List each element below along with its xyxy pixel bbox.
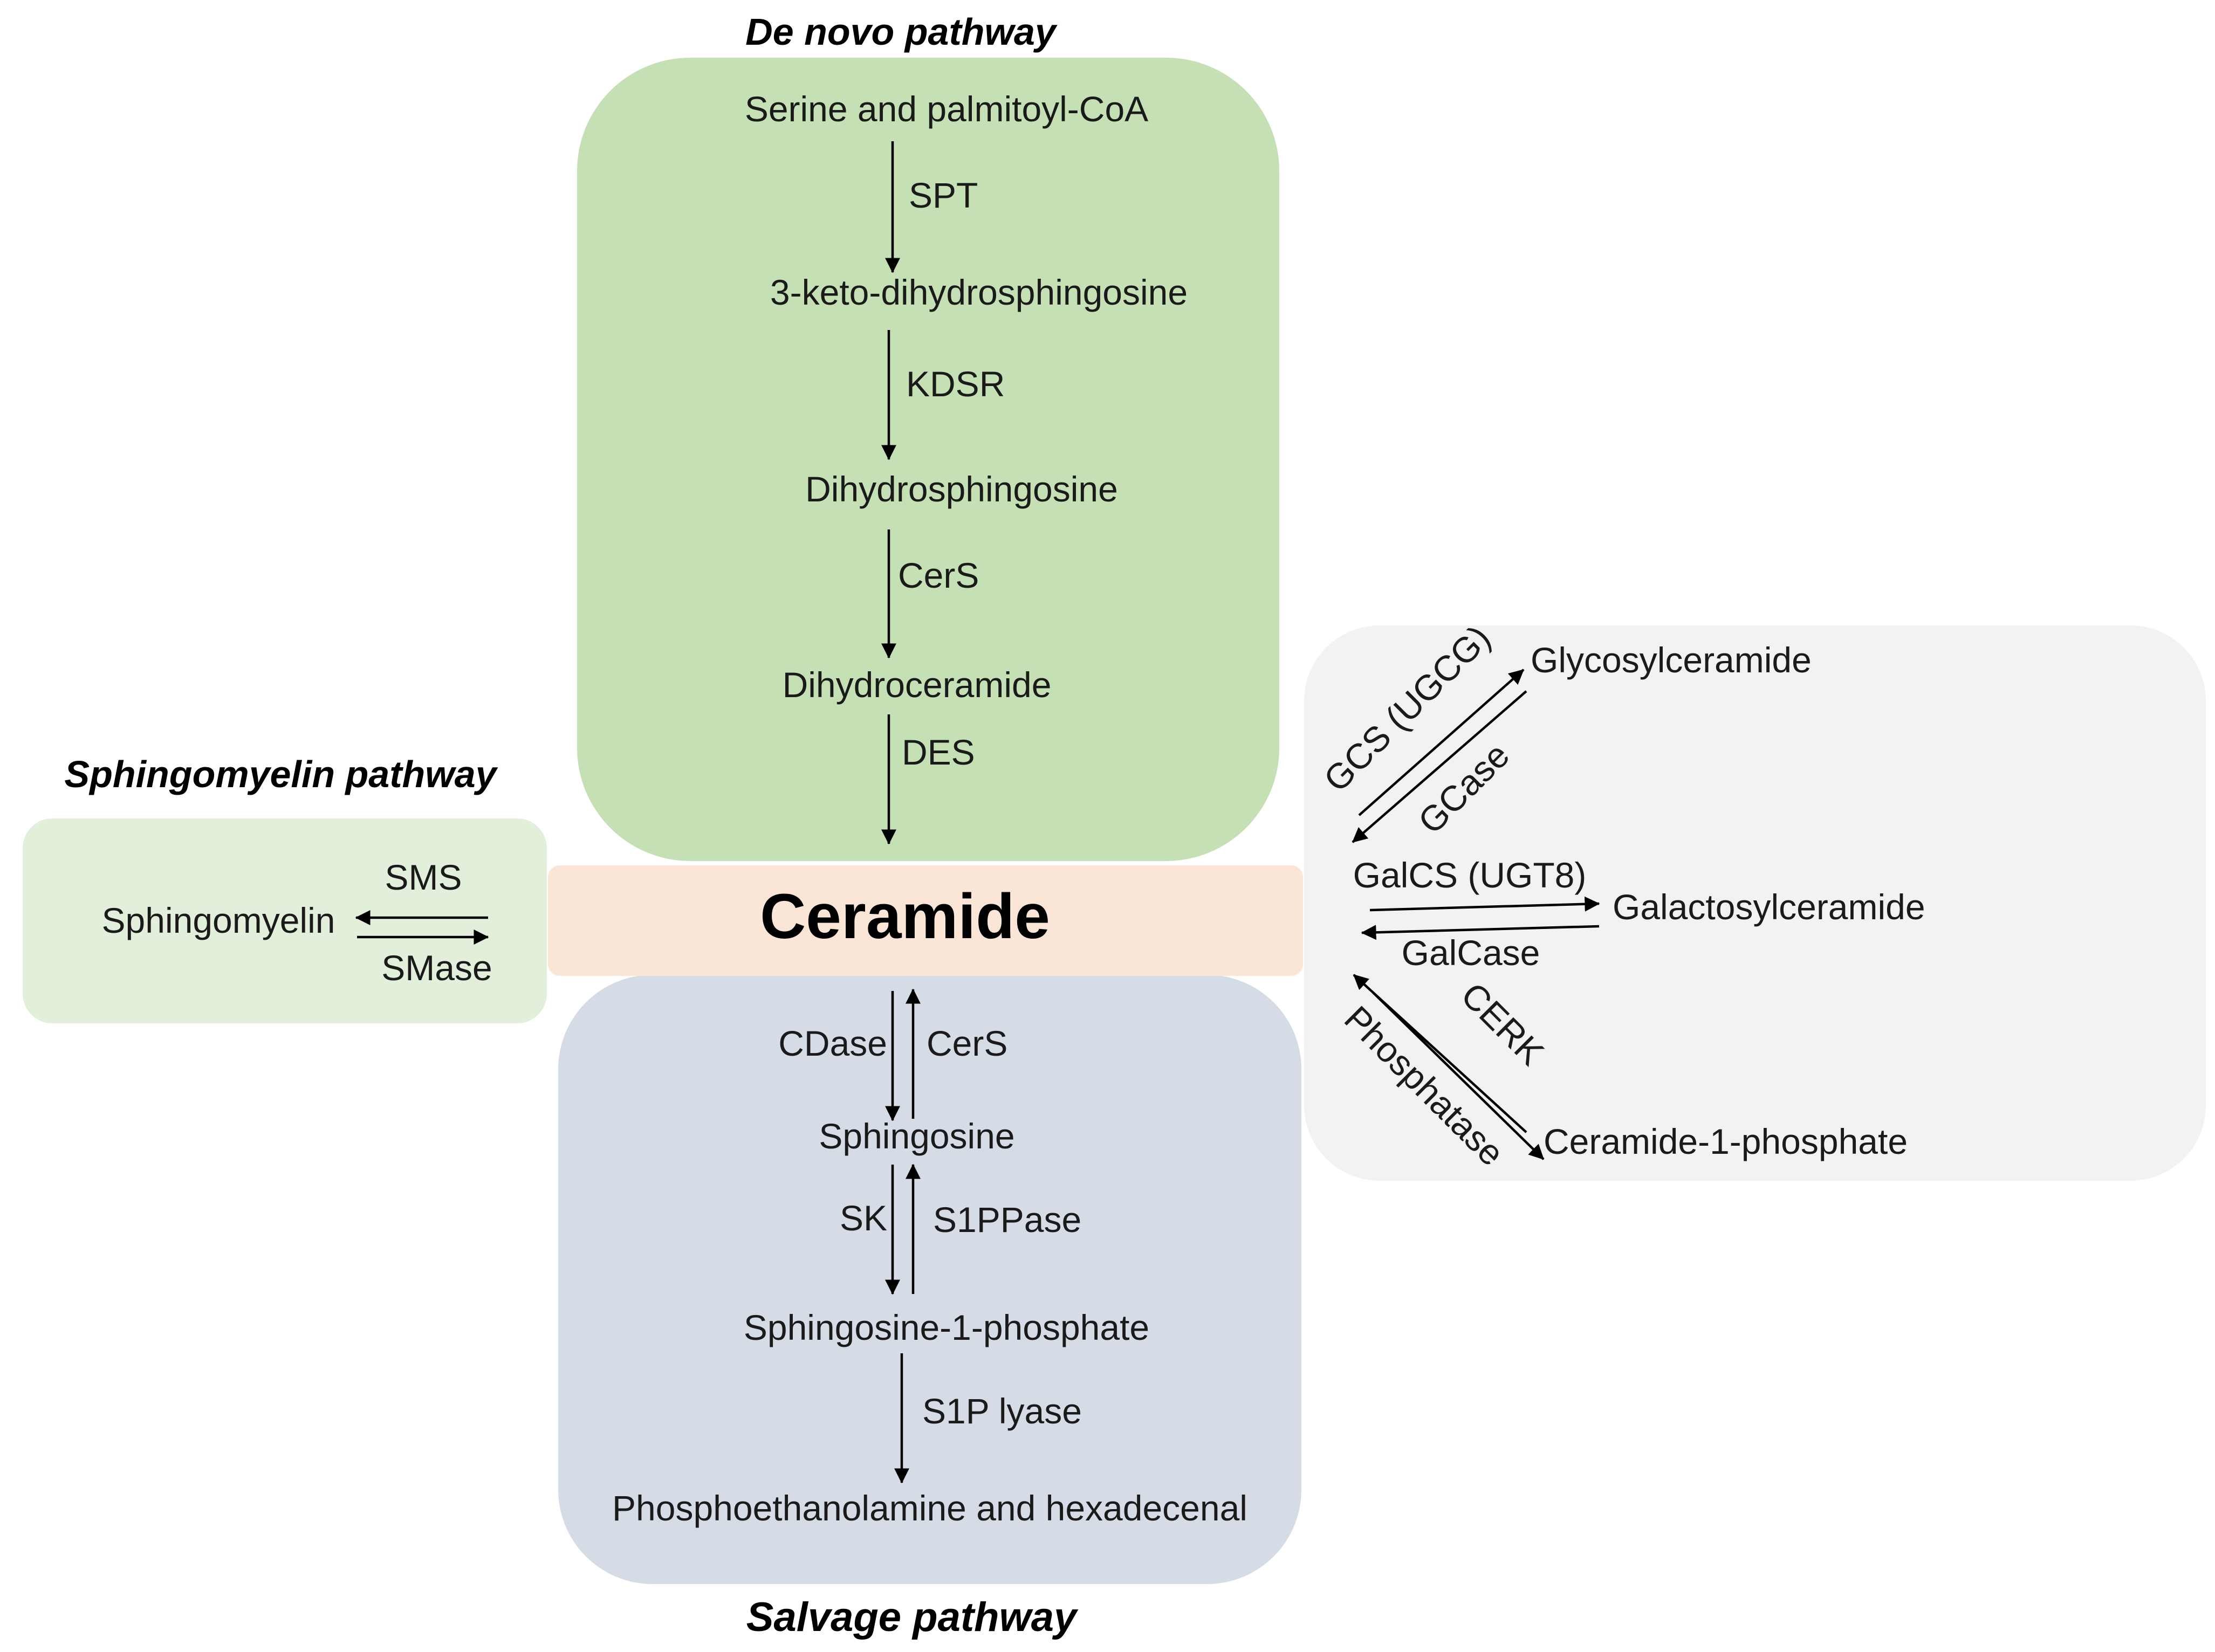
enzyme-smase: SMase: [381, 948, 492, 988]
enzyme-s1ppase: S1PPase: [933, 1200, 1081, 1240]
metabolite-ceramide-1-phosphate: Ceramide-1-phosphate: [1544, 1121, 1908, 1161]
enzyme-cers-salvage: CerS: [927, 1023, 1007, 1063]
metabolite-phosphoethanolamine-hexadecenal: Phosphoethanolamine and hexadecenal: [612, 1488, 1247, 1528]
enzyme-cers-de-novo: CerS: [898, 555, 979, 595]
metabolite-sphingosine-1-phosphate: Sphingosine-1-phosphate: [744, 1307, 1149, 1347]
metabolite-dihydroceramide: Dihydroceramide: [783, 665, 1052, 705]
de-novo-box: [577, 58, 1279, 861]
enzyme-galcase: GalCase: [1402, 933, 1540, 973]
right-box: [1304, 625, 2206, 1181]
ceramide-label: Ceramide: [760, 881, 1050, 952]
salvage-title: Salvage pathway: [746, 1594, 1079, 1640]
enzyme-s1p-lyase: S1P lyase: [922, 1391, 1082, 1431]
arrow-galcase: [1361, 925, 1600, 940]
metabolite-sphingomyelin: Sphingomyelin: [102, 900, 335, 940]
de-novo-title: De novo pathway: [745, 11, 1058, 53]
enzyme-spt: SPT: [909, 175, 978, 215]
metabolite-galactosylceramide: Galactosylceramide: [1613, 887, 1925, 927]
enzyme-des: DES: [902, 732, 975, 772]
enzyme-kdsr: KDSR: [906, 364, 1005, 404]
enzyme-sk: SK: [840, 1198, 887, 1238]
sphingomyelin-title: Sphingomyelin pathway: [64, 753, 498, 795]
metabolite-glycosylceramide: Glycosylceramide: [1531, 640, 1812, 680]
enzyme-sms: SMS: [385, 857, 462, 897]
salvage-box: [558, 975, 1301, 1584]
arrow-phosphatase: [1353, 974, 1527, 1133]
metabolite-sphingosine: Sphingosine: [819, 1116, 1014, 1156]
arrow-galcs: [1369, 896, 1600, 912]
sphingomyelin-box: [23, 818, 547, 1023]
metabolite-dihydrosphingosine: Dihydrosphingosine: [805, 469, 1118, 509]
arrow-gcs: [1358, 669, 1525, 816]
metabolite-serine-palmitoyl-coa: Serine and palmitoyl-CoA: [745, 89, 1148, 129]
arrow-cerk: [1371, 991, 1545, 1160]
arrow-gcase: [1352, 690, 1527, 843]
ceramide-bar: [548, 865, 1303, 976]
enzyme-galcs-ugt8: GalCS (UGT8): [1353, 855, 1587, 895]
enzyme-cdase: CDase: [778, 1023, 887, 1063]
metabolite-3-keto-dihydrosphingosine: 3-keto-dihydrosphingosine: [770, 272, 1188, 312]
